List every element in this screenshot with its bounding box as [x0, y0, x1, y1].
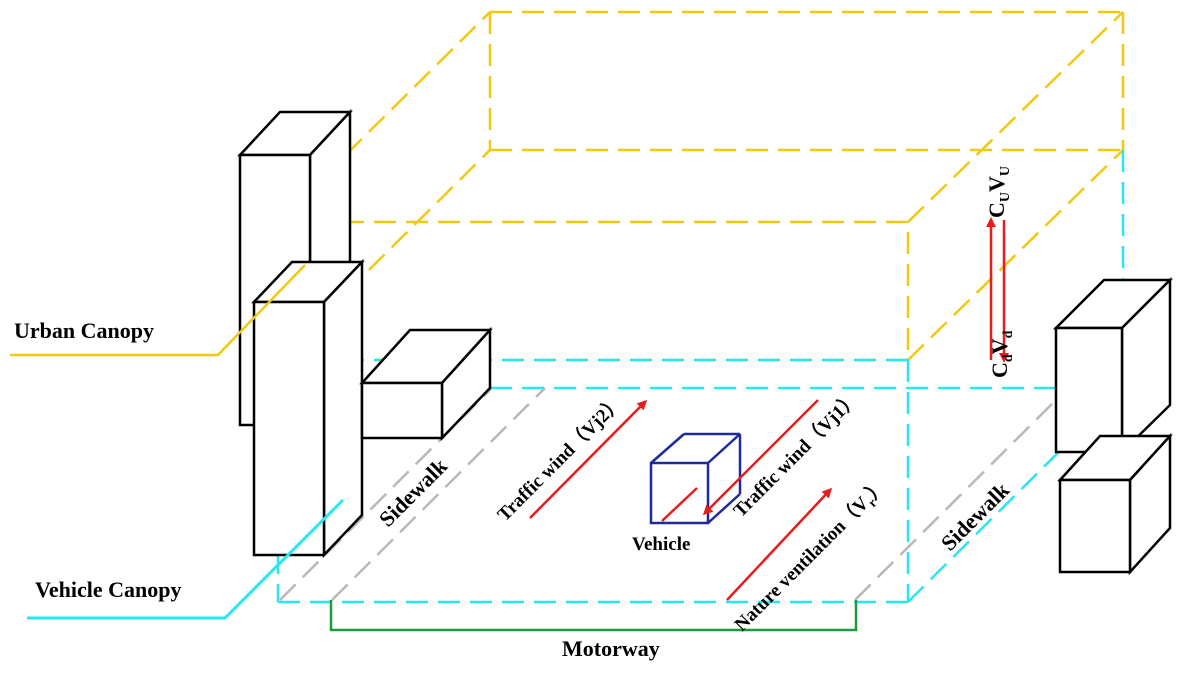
vehicle-wind-line [661, 487, 698, 522]
sidewalk-right-label: Sidewalk [936, 477, 1015, 556]
vehicle-canopy-label: Vehicle Canopy [35, 577, 181, 602]
urban-canopy-leader [10, 264, 306, 357]
traffic-wind-2-label: Traffic wind（Vj2） [492, 390, 627, 525]
vehicle-canopy-leader [27, 498, 345, 620]
building-low-left [359, 326, 493, 442]
cd-vd-label: CdVd [987, 330, 1016, 378]
cu-vu-label: CUVU [984, 166, 1013, 218]
building-right-lower [1057, 432, 1173, 576]
traffic-wind-1-arrow [702, 399, 819, 516]
motorway-bracket [329, 600, 858, 632]
nature-ventilation-arrow [726, 487, 833, 601]
building-right-upper [1052, 276, 1174, 455]
sidewalk-dividers [279, 387, 1069, 601]
traffic-wind-1-label: Traffic wind（Vj1） [728, 386, 863, 521]
traffic-wind-2-arrow [529, 399, 648, 519]
wind-arrows [529, 217, 1009, 601]
vehicle-label: Vehicle [632, 534, 690, 555]
motorway-label: Motorway [562, 636, 660, 661]
building-front-left [251, 258, 365, 559]
urban-canopy-label: Urban Canopy [14, 318, 154, 343]
vehicle-box [649, 432, 742, 525]
